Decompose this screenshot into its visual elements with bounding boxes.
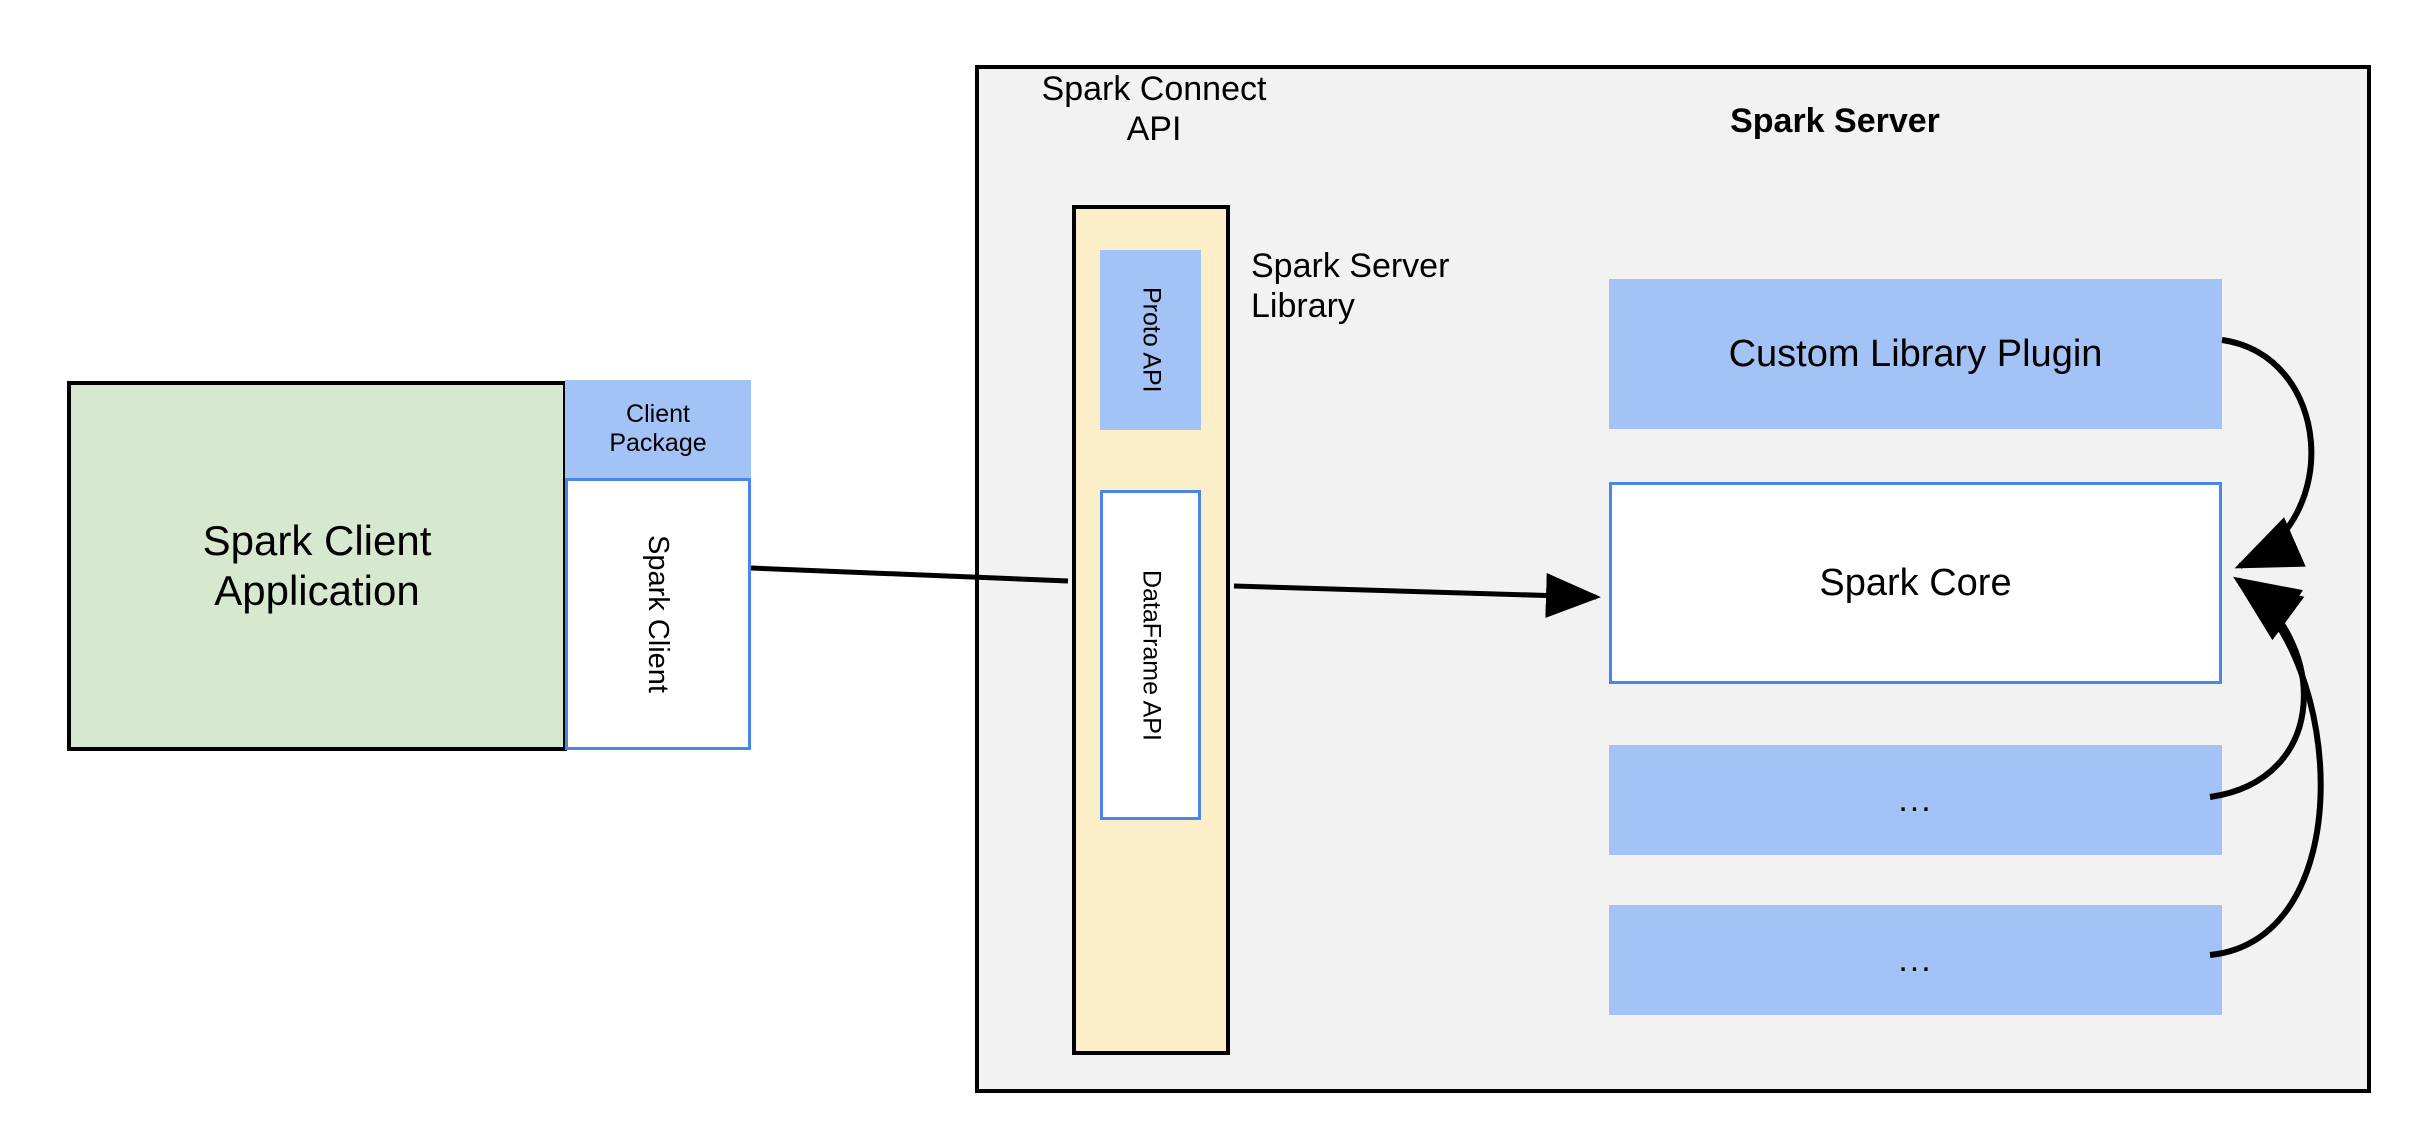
spark-server-title-label: Spark Server xyxy=(1730,101,1940,140)
spark-connect-api-title: Spark Connect API xyxy=(1004,63,1304,155)
spark-connect-api-column[interactable] xyxy=(1072,205,1230,1055)
client-package-label: Client Package xyxy=(609,399,707,458)
custom-library-plugin-box[interactable]: Custom Library Plugin xyxy=(1609,279,2222,429)
spark-client-application-box[interactable]: Spark Client Application xyxy=(67,381,567,751)
client-package-box[interactable]: Client Package xyxy=(565,380,751,478)
placeholder-box-1-label: ... xyxy=(1898,780,1933,819)
proto-api-label: Proto API xyxy=(1137,287,1166,393)
spark-client-application-label: Spark Client Application xyxy=(202,517,432,614)
placeholder-box-2[interactable]: ... xyxy=(1609,905,2222,1015)
spark-server-title: Spark Server xyxy=(1665,97,2005,145)
spark-server-library-title-label: Spark Server Library xyxy=(1251,246,1450,325)
dataframe-api-label: DataFrame API xyxy=(1137,569,1166,741)
spark-connect-api-title-label: Spark Connect API xyxy=(1041,69,1267,148)
placeholder-box-1[interactable]: ... xyxy=(1609,745,2222,855)
dataframe-api-box[interactable]: DataFrame API xyxy=(1100,490,1201,820)
spark-core-label: Spark Core xyxy=(1819,561,2012,604)
spark-server-library-title: Spark Server Library xyxy=(1251,240,1581,332)
spark-client-label: Spark Client xyxy=(642,535,675,693)
custom-library-plugin-label: Custom Library Plugin xyxy=(1728,332,2103,375)
spark-core-box[interactable]: Spark Core xyxy=(1609,482,2222,684)
placeholder-box-2-label: ... xyxy=(1898,940,1933,979)
proto-api-box[interactable]: Proto API xyxy=(1100,250,1201,430)
spark-client-box[interactable]: Spark Client xyxy=(565,478,751,750)
